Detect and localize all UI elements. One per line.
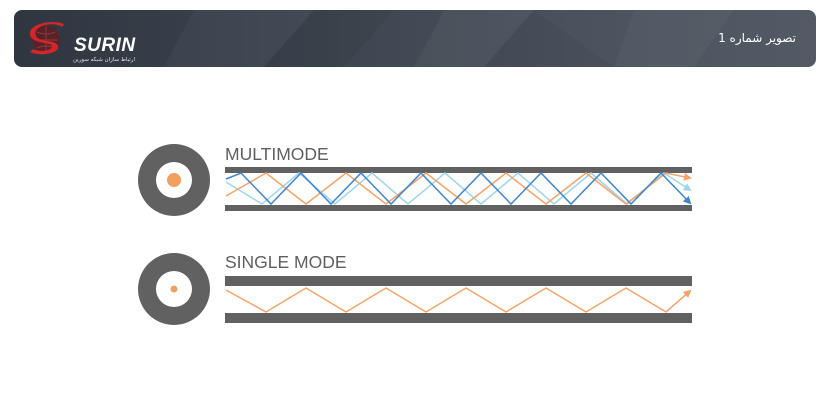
multimode-ray-blue [225,171,692,206]
singlemode-upper-cladding [225,276,692,286]
multimode-label: MULTIMODE [225,144,329,164]
header-bar: SURIN ارتباط سازان شبکه سورین تصویر شمار… [14,10,816,67]
brand-name: SURIN [74,35,136,56]
singlemode-ray [225,287,692,313]
surin-logo[interactable]: SURIN ارتباط سازان شبکه سورین [26,19,136,63]
header-background-pattern [264,10,614,67]
multimode-lower-cladding [225,205,692,211]
singlemode-core [170,285,178,293]
brand-tagline: ارتباط سازان شبکه سورین [73,57,135,63]
singlemode-lower-cladding [225,313,692,323]
singlemode-label: SINGLE MODE [225,252,347,272]
multimode-ray-orange [225,172,692,205]
singlemode-cross-section [138,253,210,325]
multimode-upper-cladding [225,167,692,173]
figure-title: تصویر شماره 1 [718,31,796,45]
multimode-core [167,173,181,187]
singlemode-cable [225,276,692,323]
globe-s-emblem-icon [29,22,65,55]
multimode-cross-section [138,144,210,216]
multimode-cable [225,167,692,211]
